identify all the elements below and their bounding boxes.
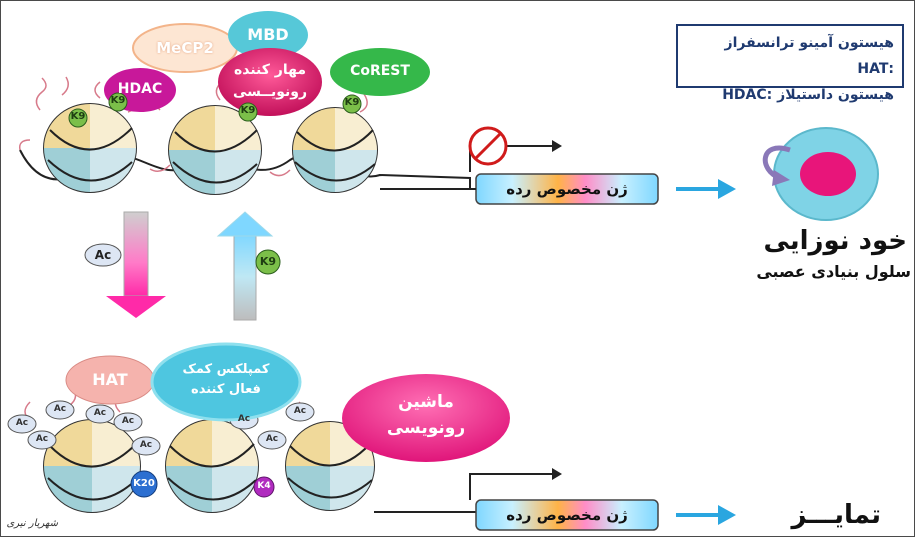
bottom-k20-label: K20 [133, 478, 155, 489]
coactivator-label-2: فعال کننده [191, 382, 261, 397]
mbd-bubble [228, 11, 308, 59]
top-k9-tag-4 [342, 94, 362, 114]
bottom-nucleosome-2 [165, 419, 259, 513]
down-arrow-shaft [123, 211, 149, 297]
bottom-ac-label-7: Ac [237, 414, 251, 424]
coactivator-bubble [150, 342, 302, 422]
top-tss-arrowhead [552, 140, 562, 152]
middle-ac-tag [84, 243, 122, 267]
bottom-tss-arrowhead [552, 468, 562, 480]
top-k9-tag-1 [68, 108, 88, 128]
up-arrow-shaft [233, 233, 257, 321]
bottom-gene-box [475, 499, 659, 531]
repressor-bubble [218, 48, 322, 116]
top-k9-label-3: K9 [240, 105, 256, 116]
legend-box: هیستون آمینو ترانسفراز :HAT هیستون داستی… [676, 24, 904, 103]
top-nucleosome-2 [168, 105, 262, 195]
differentiation-label: تمایـــز [791, 500, 881, 530]
machine-label-2: رونویسی [386, 418, 466, 438]
hat-label: HAT [92, 370, 128, 389]
corest-label: CoREST [350, 63, 410, 79]
bottom-ac-label-5: Ac [121, 416, 135, 426]
legend-hat: هیستون آمینو ترانسفراز :HAT [724, 35, 894, 77]
repressor-label-2: رونویــسی [232, 84, 308, 100]
bottom-k4-label: K4 [257, 481, 271, 491]
bottom-k20-tag [130, 470, 158, 498]
down-arrow-head [106, 296, 166, 318]
bottom-ac-tags [7, 400, 315, 456]
bottom-ac-label-2: Ac [53, 404, 67, 414]
bottom-gene-to-outcome-arrowhead [718, 505, 736, 525]
top-nucleosome-3 [292, 107, 378, 193]
bottom-ac-label-6: Ac [139, 440, 153, 450]
bottom-ac-label-1: Ac [15, 418, 29, 428]
machine-bubble [342, 374, 510, 462]
bottom-ac-label-4: Ac [93, 408, 107, 418]
top-gene-to-cell-arrowhead [718, 179, 736, 199]
hdac-label: HDAC [117, 81, 163, 97]
bottom-gene-label: ژن مخصوص رده [506, 506, 628, 524]
up-arrow-head [216, 211, 274, 237]
self-renewal-arrowhead [772, 170, 790, 186]
middle-ac-label: Ac [94, 248, 112, 262]
self-renewal-subtitle: سلول بنیادی عصبی [756, 262, 911, 281]
repressor-label-1: مهار کننده [233, 62, 307, 78]
stem-cell-icon [773, 127, 879, 221]
top-k9-label-2: K9 [110, 95, 126, 106]
bottom-tss-arrow [469, 473, 552, 500]
machine-label-1: ماشین [398, 392, 454, 412]
bottom-nucleosome-3 [285, 421, 375, 511]
bottom-k4-tag [253, 476, 275, 498]
top-nucleosome-1 [43, 103, 137, 193]
mbd-label: MBD [247, 25, 289, 44]
bottom-ac-label-8: Ac [293, 406, 307, 416]
author-signature: شهریار نیری [6, 518, 59, 529]
bottom-ac-label-3: Ac [35, 434, 49, 444]
bottom-ac-label-9: Ac [265, 434, 279, 444]
legend-hdac: هیستون داستیلاز :HDAC [722, 87, 894, 103]
top-k9-tag-2 [108, 92, 128, 112]
self-renewal-title: خود نوزایی [763, 226, 907, 256]
top-k9-label-1: K9 [70, 111, 86, 122]
top-k9-tag-3 [238, 102, 258, 122]
middle-k9-label: K9 [259, 255, 277, 268]
no-transcription-icon [468, 126, 508, 166]
bottom-nucleosome-1 [43, 419, 141, 513]
top-k9-label-4: K9 [344, 97, 360, 108]
top-gene-label: ژن مخصوص رده [506, 180, 628, 198]
middle-k9-tag [255, 249, 281, 275]
coactivator-label-1: کمپلکس کمک [182, 362, 270, 377]
mecp2-label: MeCP2 [156, 39, 214, 57]
corest-bubble [330, 48, 430, 96]
